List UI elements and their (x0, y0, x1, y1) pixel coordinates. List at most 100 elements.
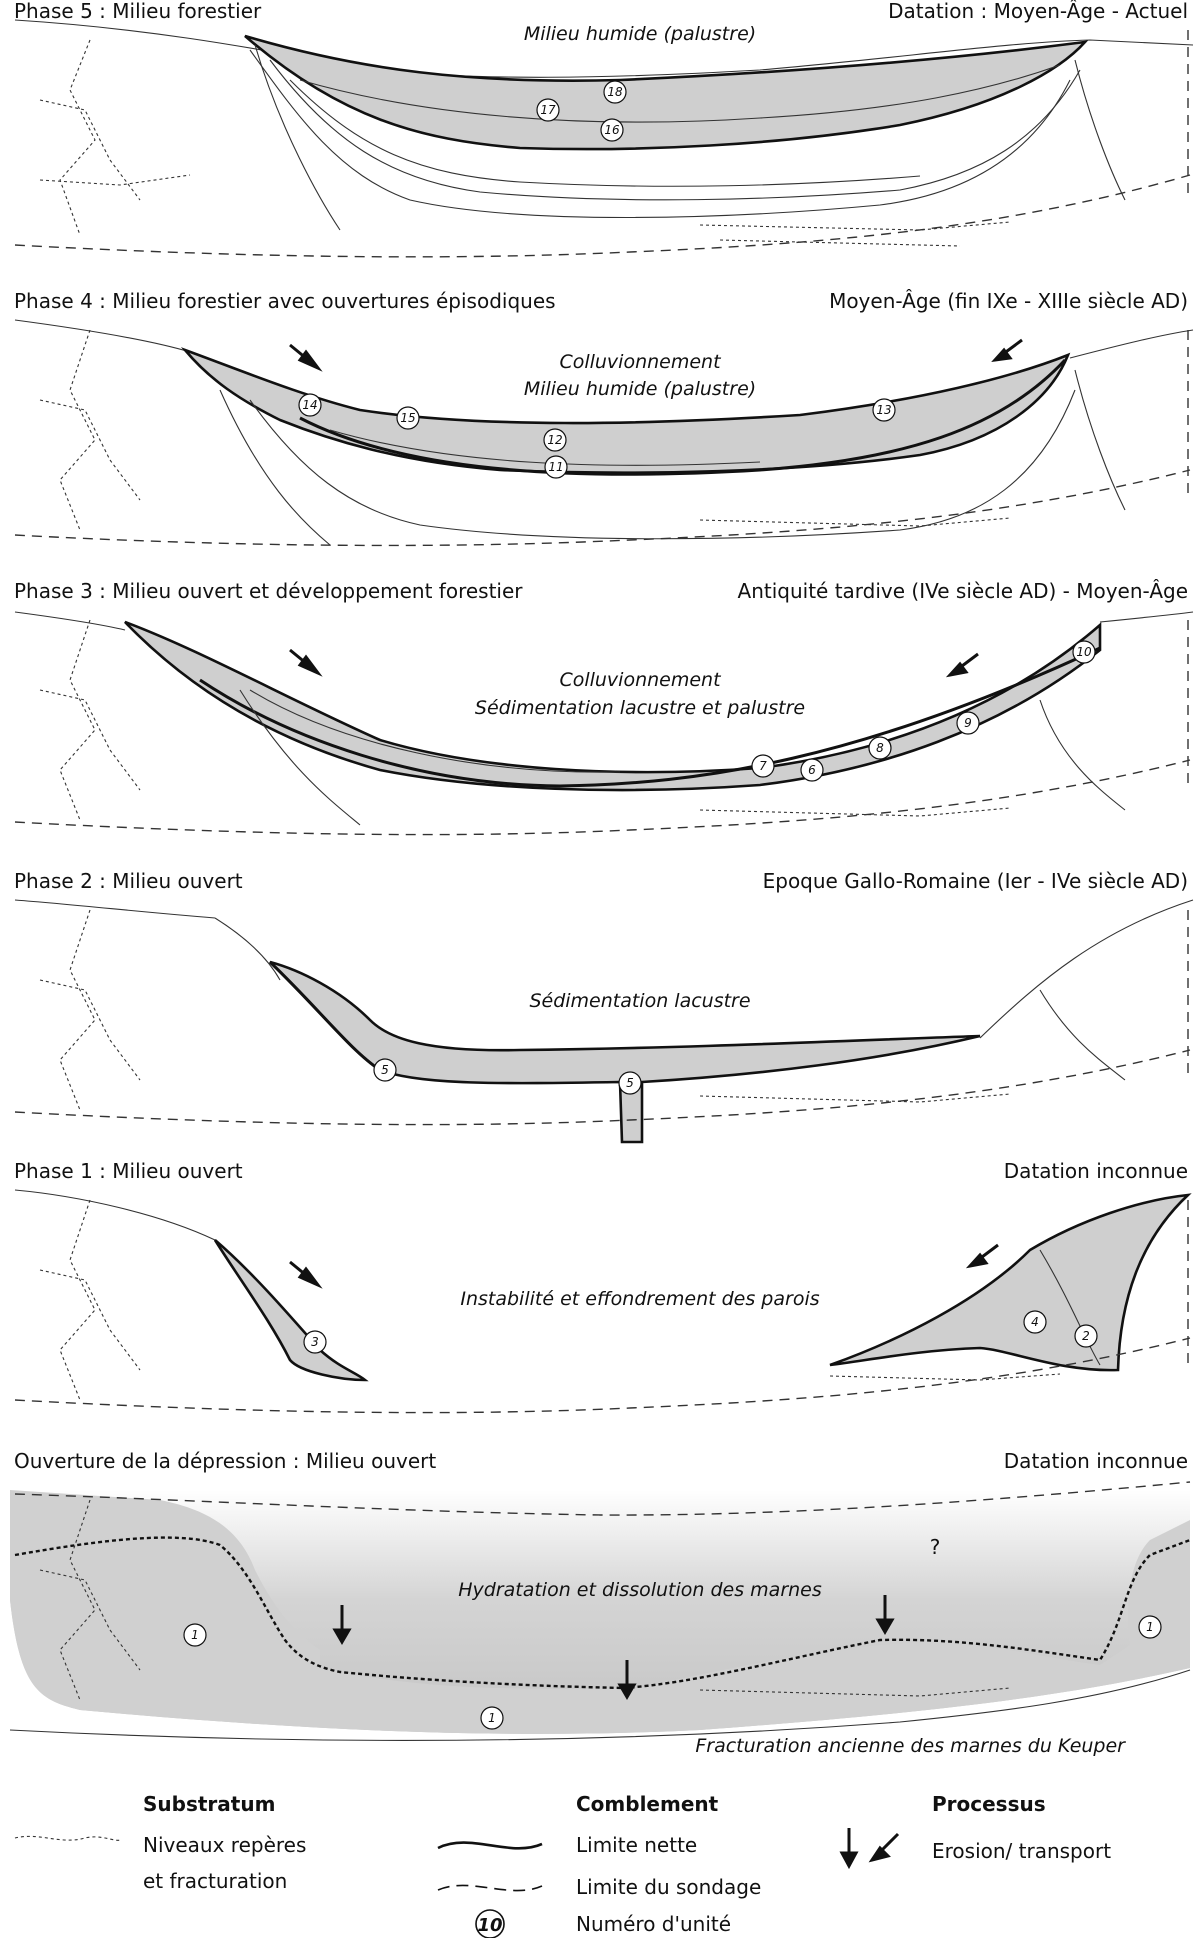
phase-2-title: Phase 2 : Milieu ouvert (14, 869, 243, 893)
phase-3-ground-left (14, 611, 126, 631)
phase-4-date: Moyen-Âge (fin IXe - XIIIe siècle AD) (829, 289, 1188, 313)
phase-5-date: Datation : Moyen-Âge - Actuel (888, 0, 1188, 23)
unit-marker: 8 (868, 736, 892, 760)
erosion-arrow-icon (965, 1243, 999, 1269)
phase-4-borehole-limit (14, 469, 1191, 547)
erosion-arrow-icon (289, 1260, 323, 1289)
opening-process-1: Hydratation et dissolution des marnes (458, 1579, 822, 1601)
phase-5-panel: Phase 5 : Milieu forestier Datation : Mo… (14, 0, 1194, 258)
unit-marker: 2 (1074, 1324, 1098, 1348)
unit-marker: 5 (373, 1058, 397, 1082)
phase-5-internal-layer (299, 64, 1061, 123)
unit-label: 18 (607, 85, 623, 99)
unit-label: 12 (547, 433, 562, 447)
phase-2-fracture-3 (699, 1093, 1011, 1103)
phase-2-ground-left (14, 899, 216, 919)
unit-marker: 15 (396, 406, 420, 430)
legend-borehole-line (437, 1884, 543, 1892)
legend: Substratum Niveaux repères et fracturati… (14, 1792, 1111, 1938)
phase-5-borehole-limit (14, 174, 1191, 258)
phase-5-fracture-5 (719, 239, 961, 247)
phase-4-layer-b (219, 389, 331, 546)
phase-3-borehole-limit (14, 759, 1191, 836)
phase-3-process-2: Sédimentation lacustre et palustre (475, 697, 805, 719)
unit-marker: 11 (544, 455, 568, 479)
legend-erosion-diagonal-icon (868, 1832, 900, 1863)
phase-3-fracture-2 (39, 689, 141, 791)
phase-4-process-2: Milieu humide (palustre) (524, 378, 756, 400)
phase-1-ground-left (14, 1189, 216, 1241)
unit-marker: 1 (183, 1623, 207, 1647)
phase-3-process-1: Colluvionnement (559, 669, 722, 691)
unit-label: 17 (540, 103, 556, 117)
phase-4-fracture-2 (39, 399, 141, 501)
erosion-arrow-icon (875, 1595, 895, 1635)
phase-3-layer-a (239, 689, 361, 826)
phase-4-fracture-3 (699, 517, 1011, 527)
legend-substratum-item-line1: Niveaux repères (143, 1833, 306, 1857)
phase-4-fill-units (180, 347, 1071, 474)
phase-3-date: Antiquité tardive (IVe siècle AD) - Moye… (738, 579, 1188, 603)
phase-1-title: Phase 1 : Milieu ouvert (14, 1159, 243, 1183)
phase-4-right-edge (1074, 369, 1126, 511)
phase-4-internal-layer (329, 429, 761, 466)
unit-marker: 5 (618, 1071, 642, 1095)
legend-unit-marker: 10 (475, 1909, 505, 1938)
legend-substratum-item-line2: et fracturation (143, 1869, 287, 1893)
phase-5-layer-d (254, 44, 341, 231)
phase-1-fracture-3 (829, 1373, 1061, 1381)
opening-date: Datation inconnue (1004, 1449, 1188, 1473)
phase-1-process-1: Instabilité et effondrement des parois (460, 1288, 819, 1310)
unit-marker: 18 (603, 80, 627, 104)
phase-1-fracture-2 (39, 1269, 141, 1371)
unit-label: 8 (876, 741, 884, 755)
phase-5-title: Phase 5 : Milieu forestier (14, 0, 262, 23)
phase-1-panel: Phase 1 : Milieu ouvert Datation inconnu… (14, 1159, 1192, 1414)
unit-marker: 4 (1023, 1310, 1047, 1334)
phase-4-layer-a (249, 389, 1076, 540)
phase-1-date: Datation inconnue (1004, 1159, 1188, 1183)
unit-marker: 10 (1072, 640, 1096, 664)
unit-label: 16 (604, 123, 620, 137)
legend-erosion-down-icon (839, 1828, 859, 1870)
phase-3-ground-right (1099, 611, 1194, 623)
phase-2-fracture-1 (59, 909, 96, 1111)
unit-marker: 9 (956, 711, 980, 735)
phase-3-fracture-3 (699, 807, 1011, 817)
phase-2-process-1: Sédimentation lacustre (529, 990, 750, 1012)
unit-label: 10 (1076, 645, 1092, 659)
phase-5-process-1: Milieu humide (palustre) (524, 23, 756, 45)
phase-5-layer-a (249, 49, 1071, 219)
phase-3-fill-units (124, 620, 1102, 792)
opening-fracture-2 (39, 1569, 141, 1671)
phase-5-fill-units (244, 34, 1089, 151)
unit-label: 2 (1082, 1329, 1090, 1343)
legend-comblement-heading: Comblement (576, 1792, 719, 1816)
phase-5-layer-c (289, 79, 921, 187)
phase-4-process-1: Colluvionnement (559, 351, 722, 373)
erosion-arrow-icon (332, 1605, 352, 1645)
phase-2-panel: Phase 2 : Milieu ouvert Epoque Gallo-Rom… (14, 869, 1194, 1144)
opening-bottom-note: Fracturation ancienne des marnes du Keup… (695, 1735, 1126, 1757)
phase-5-ground-surface (14, 19, 1194, 78)
unit-label: 11 (548, 460, 563, 474)
opening-dissolution-front (14, 1536, 1191, 1690)
phase-5-fracture-4 (699, 221, 1011, 231)
opening-lower-surface (9, 1669, 1191, 1741)
phase-2-fill-units (269, 960, 981, 1144)
unit-marker: 1 (480, 1706, 504, 1730)
unit-label: 15 (400, 411, 415, 425)
opening-marls (10, 1490, 1190, 1734)
unit-label: 5 (626, 1076, 634, 1090)
opening-fracture-3 (699, 1687, 1011, 1697)
unit-marker: 17 (536, 98, 560, 122)
legend-substratum-line (14, 1835, 121, 1841)
phase-4-fracture-1 (59, 329, 96, 531)
phase-2-ground-right (979, 899, 1194, 1039)
unit-label: 1 (1146, 1620, 1154, 1634)
phase-5-fracture-1 (59, 39, 96, 236)
unit-label: 4 (1031, 1315, 1039, 1329)
phase-2-fracture-2 (39, 979, 141, 1081)
legend-unit-label: Numéro d'unité (576, 1912, 731, 1936)
